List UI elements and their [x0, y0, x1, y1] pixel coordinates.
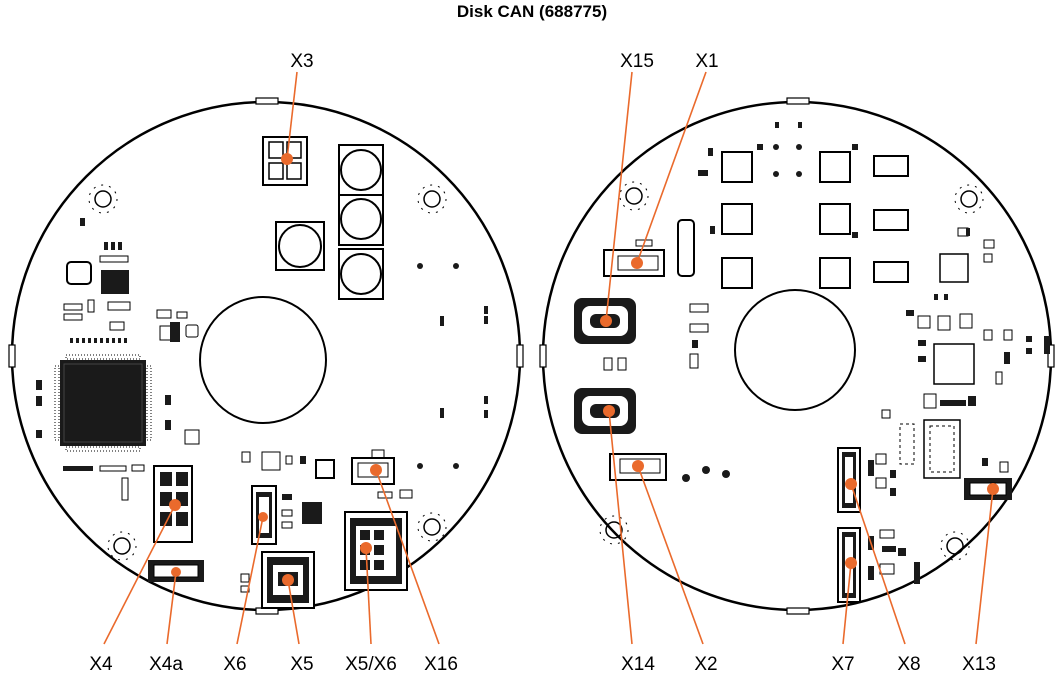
callout-dot-x15 [600, 315, 612, 327]
right-board [539, 97, 1055, 615]
mounting-hole-icon [954, 184, 984, 214]
mounting-hole-icon [599, 515, 629, 545]
chip [933, 343, 975, 385]
callout-dot-x7 [845, 557, 857, 569]
leader-x5x6 [365, 547, 372, 645]
mounting-hole-icon [417, 512, 447, 542]
callout-dot-x16 [370, 464, 382, 476]
capacitor [338, 144, 384, 196]
label-x13: X13 [962, 654, 996, 675]
label-x1: X1 [695, 51, 718, 72]
label-x14: X14 [621, 654, 655, 675]
leader-x4 [103, 504, 176, 645]
label-x15: X15 [620, 51, 654, 72]
callout-dot-x4 [169, 499, 181, 511]
callout-dot-x6 [258, 512, 268, 522]
callout-dot-x5x6 [360, 542, 372, 554]
callouts [103, 71, 999, 645]
mounting-hole-icon [940, 531, 970, 561]
leader-x7 [842, 562, 852, 645]
connector-x1-body [603, 239, 665, 277]
capacitor [338, 194, 384, 246]
connector-x3-body [262, 136, 308, 186]
label-x2: X2 [694, 654, 717, 675]
diagram-title: Disk CAN (688775) [456, 2, 608, 21]
callout-dot-x3 [281, 153, 293, 165]
leader-x5 [287, 579, 300, 645]
callout-dot-x4a [171, 567, 181, 577]
leader-x16 [375, 469, 440, 645]
left-board [8, 97, 524, 615]
leader-x14 [608, 410, 633, 645]
callout-dot-x13 [987, 483, 999, 495]
leader-x4a [166, 571, 177, 645]
leader-x15 [605, 71, 633, 322]
leader-x2 [637, 465, 704, 645]
microcontroller-chip [54, 354, 152, 452]
label-x7: X7 [831, 654, 854, 675]
leader-x8 [850, 483, 906, 645]
right-center-hole [734, 289, 856, 411]
leader-x1 [636, 71, 707, 264]
connector-x5x6-body [344, 511, 408, 591]
callout-dot-x5 [282, 574, 294, 586]
mounting-hole-icon [417, 184, 447, 214]
leader-x13 [975, 488, 994, 645]
left-center-hole [199, 296, 327, 424]
labels: X3 X4 X4a X6 X5 X5/X6 X16 X15 X1 X14 X2 … [89, 51, 996, 675]
callout-dot-x14 [603, 405, 615, 417]
mounting-hole-icon [107, 531, 137, 561]
fuse [677, 219, 695, 277]
capacitor [275, 221, 325, 271]
label-x4: X4 [89, 654, 113, 675]
label-x4a: X4a [149, 654, 183, 675]
label-x16: X16 [424, 654, 458, 675]
mounting-hole-icon [88, 184, 118, 214]
callout-dot-x1 [631, 257, 643, 269]
label-x6: X6 [223, 654, 246, 675]
leader-x6 [236, 516, 264, 645]
callout-dot-x8 [845, 478, 857, 490]
mounting-hole-icon [619, 181, 649, 211]
label-x3: X3 [290, 51, 313, 72]
callout-dot-x2 [632, 460, 644, 472]
capacitor [338, 248, 384, 300]
label-x5x6: X5/X6 [345, 654, 397, 675]
label-x5: X5 [290, 654, 313, 675]
dip-switch [923, 419, 961, 479]
leader-x3 [286, 71, 298, 160]
label-x8: X8 [897, 654, 920, 675]
